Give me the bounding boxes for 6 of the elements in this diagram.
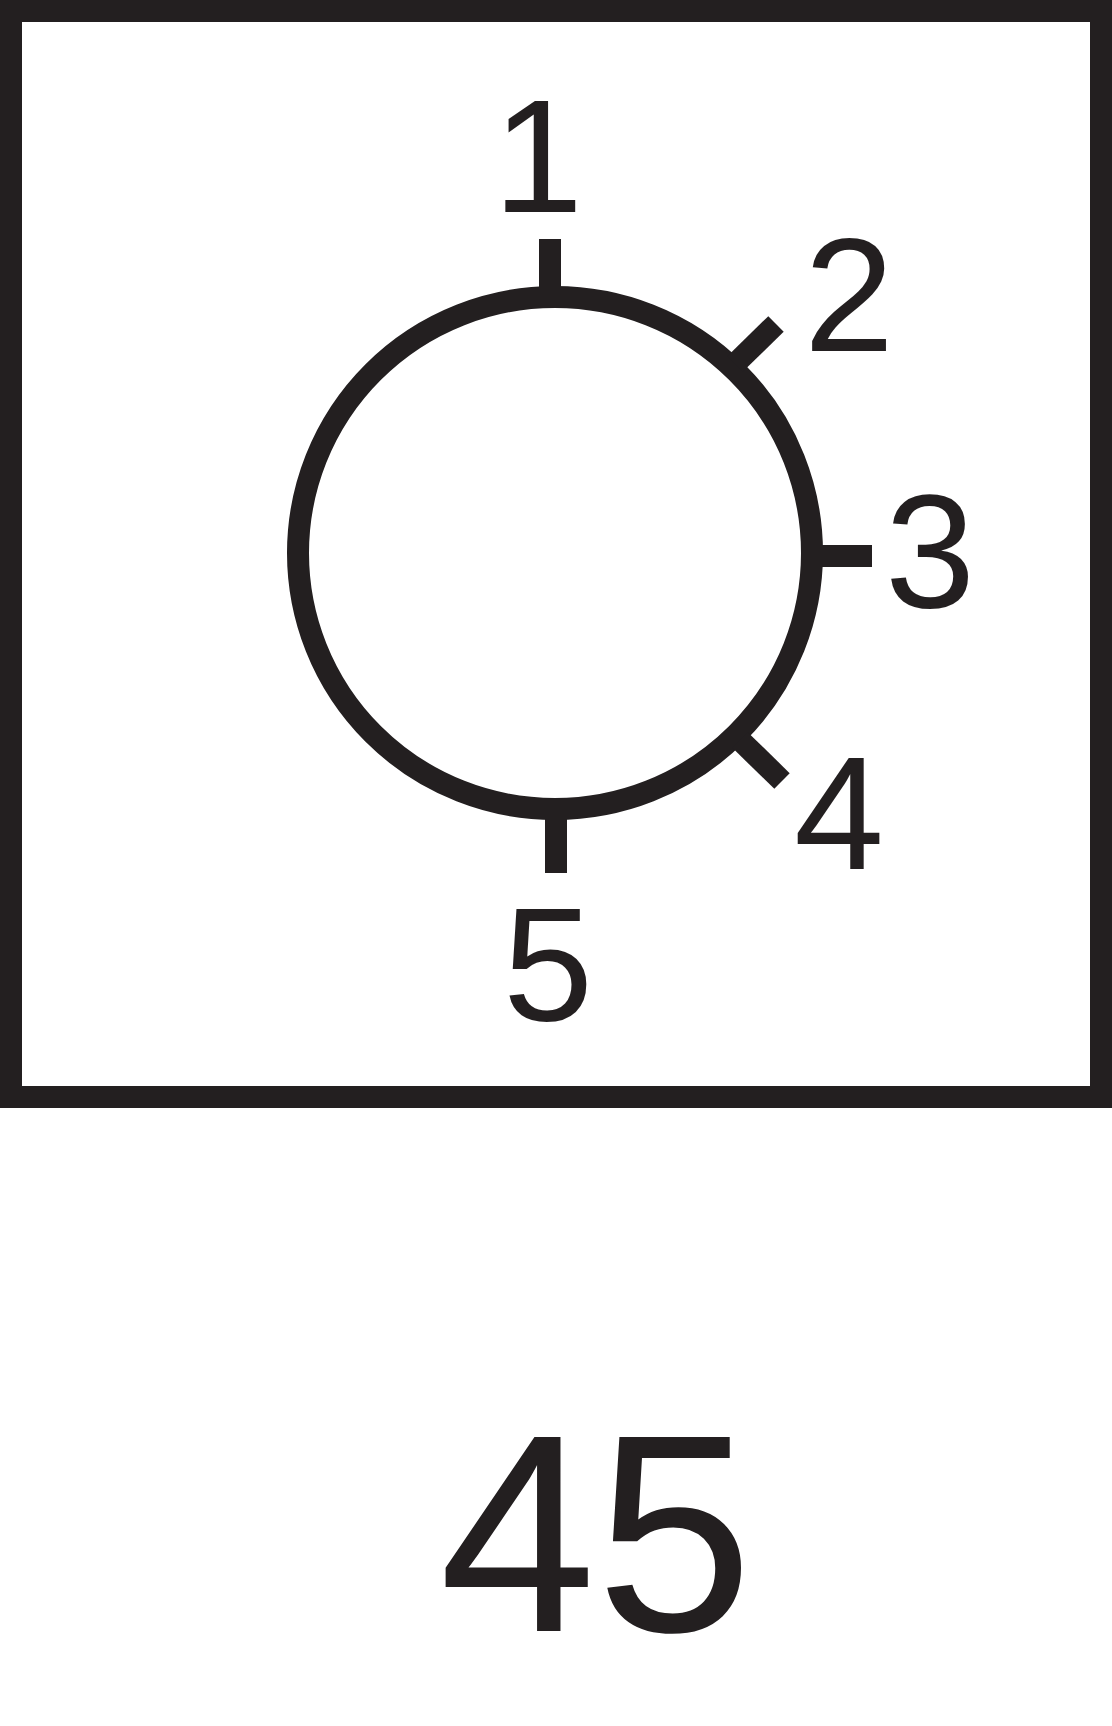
position-number: 1 xyxy=(492,75,584,237)
position-number: 3 xyxy=(884,470,976,632)
angle-label: 45 xyxy=(439,1393,753,1675)
position-number: 4 xyxy=(793,732,885,894)
position-number: 5 xyxy=(502,883,594,1045)
position-number: 2 xyxy=(803,214,895,376)
